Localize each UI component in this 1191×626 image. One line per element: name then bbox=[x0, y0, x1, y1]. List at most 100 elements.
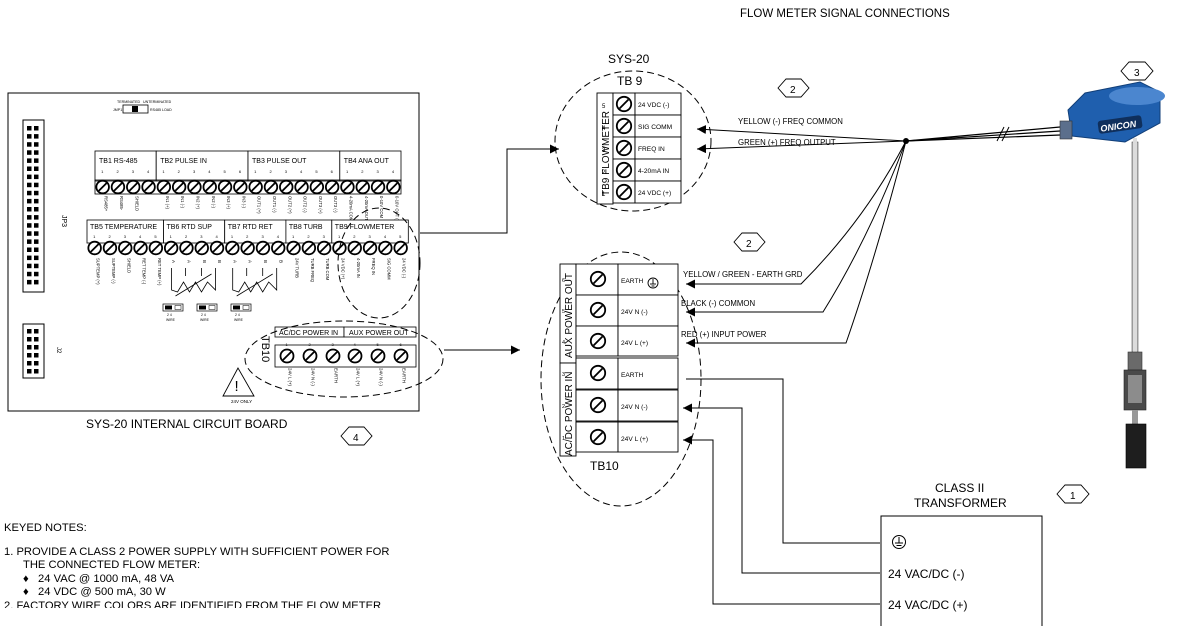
screw-terminal-icon bbox=[386, 179, 401, 195]
screw-terminal-icon bbox=[309, 179, 325, 195]
screw-terminal-icon bbox=[615, 95, 633, 113]
screw-terminal-icon bbox=[325, 348, 341, 364]
label-red-input-power: RED (+) INPUT POWER bbox=[681, 330, 767, 339]
jp3-pin bbox=[34, 134, 39, 139]
note-1-bullet-1: 24 VAC @ 1000 mA, 48 VA bbox=[38, 572, 174, 585]
jp3-pin bbox=[34, 190, 39, 196]
jp3-pin bbox=[27, 158, 32, 163]
tb10-terminal-number: 1 bbox=[562, 436, 565, 442]
terminal-number: 4 bbox=[392, 169, 395, 174]
terminal-pin-label: SHIELD bbox=[134, 196, 139, 211]
screw-terminal-icon bbox=[271, 240, 286, 256]
terminal-number: 2 bbox=[116, 169, 119, 174]
screw-terminal-icon bbox=[141, 179, 156, 195]
jp3-pin bbox=[34, 207, 39, 212]
warning-symbol: ! bbox=[235, 378, 239, 395]
terminal-number: 4 bbox=[384, 234, 387, 239]
terminal-number: 1 bbox=[338, 234, 341, 239]
terminal-pin-label: OUT2 (-) bbox=[303, 196, 308, 213]
callout-2-signal: 2 bbox=[777, 78, 810, 98]
screw-terminal-icon bbox=[589, 428, 607, 446]
jp3-pin bbox=[27, 126, 32, 131]
screw-terminal-icon bbox=[316, 240, 332, 256]
terminal-pin-label: RET TEMP (+) bbox=[157, 258, 162, 286]
jumper-label-jmp1: JMP1 bbox=[113, 108, 122, 112]
screw-terminal-icon bbox=[95, 179, 110, 195]
jp3-label: JP3 bbox=[60, 215, 67, 227]
tb10-terminal-number: 2 bbox=[562, 404, 565, 410]
screw-terminal-icon bbox=[194, 240, 209, 256]
terminal-number: 1 bbox=[286, 342, 289, 347]
j2-pin bbox=[27, 361, 32, 366]
label-green-freq-output: GREEN (+) FREQ OUTPUT bbox=[738, 138, 836, 147]
jp3-pin bbox=[27, 134, 32, 139]
terminal-pin-label: SUPTEMP (-) bbox=[111, 258, 116, 284]
terminal-pin-label: RET TEMP (-) bbox=[142, 258, 147, 285]
rtd-pin-label: A bbox=[248, 260, 253, 263]
j2-connector: J2 bbox=[22, 323, 61, 379]
j2-pin bbox=[34, 361, 39, 366]
bottom-block-name: TB6 RTD SUP bbox=[167, 224, 213, 231]
screw-terminal-icon bbox=[225, 240, 240, 256]
terminal-number: 3 bbox=[193, 169, 196, 174]
svg-text:3: 3 bbox=[1134, 68, 1140, 79]
j2-pin bbox=[34, 345, 39, 350]
tb10-detail-label: TB10 bbox=[590, 459, 619, 473]
screw-terminal-icon bbox=[589, 301, 607, 319]
jp3-pin bbox=[27, 190, 32, 196]
screw-terminal-icon bbox=[378, 240, 393, 256]
terminal-pin-label: 24 VDC (-) bbox=[402, 258, 407, 279]
meter-sensor-tip bbox=[1125, 423, 1147, 469]
terminal-pin-label: RS485- bbox=[119, 196, 124, 211]
screw-terminal-icon bbox=[133, 240, 148, 256]
screw-terminal-icon bbox=[248, 179, 263, 195]
tb9-detail-label: TB 9 bbox=[617, 74, 643, 88]
terminal-pin-label: 24V TURB bbox=[295, 258, 300, 278]
screw-terminal-icon bbox=[286, 240, 301, 256]
screw-terminal-icon bbox=[187, 179, 202, 195]
terminal-number: 2 bbox=[108, 234, 111, 239]
screw-terminal-icon bbox=[217, 179, 233, 195]
jp3-pin bbox=[27, 223, 32, 228]
jp3-pin bbox=[27, 215, 32, 220]
rtd-sensor-icon bbox=[232, 268, 278, 297]
screw-terminal-icon bbox=[362, 240, 378, 256]
terminal-number: 4 bbox=[300, 169, 303, 174]
screw-terminal-icon bbox=[171, 179, 187, 195]
terminal-number: 2 bbox=[307, 234, 310, 239]
earth-ground-icon bbox=[892, 535, 906, 549]
tb9-terminal-number: 1 bbox=[602, 192, 606, 198]
class-ii-transformer: CLASS II TRANSFORMER 24 VAC/DC (-) 24 VA… bbox=[880, 481, 1043, 626]
terminal-pin-label: IN1 (-) bbox=[180, 196, 185, 208]
tb9-detail-title: SYS-20 bbox=[608, 52, 650, 66]
wire-labels: YELLOW (-) FREQ COMMON GREEN (+) FREQ OU… bbox=[681, 117, 843, 339]
terminal-pin-label: SHIELD bbox=[126, 258, 131, 273]
jp3-pin bbox=[27, 255, 32, 261]
svg-text:1: 1 bbox=[1070, 491, 1076, 502]
screw-terminal-icon bbox=[347, 240, 362, 256]
terminal-pin-label: 24 VDC (+) bbox=[340, 258, 345, 280]
screw-terminal-icon bbox=[179, 240, 194, 256]
warning-triangle-icon: ! 24V ONLY bbox=[222, 367, 255, 404]
screw-terminal-icon bbox=[156, 179, 172, 195]
jp3-connector: JP3 bbox=[22, 119, 67, 293]
terminal-number: 1 bbox=[231, 234, 234, 239]
jp3-pin bbox=[27, 279, 32, 285]
top-block-name: TB2 PULSE IN bbox=[160, 158, 207, 165]
terminal-pin-label: SUPTEMP (+) bbox=[96, 258, 101, 285]
tb9-terminal-number: 4 bbox=[602, 126, 606, 132]
svg-text:4: 4 bbox=[353, 433, 359, 444]
tb10-terminal-number: 3 bbox=[562, 372, 565, 378]
terminal-number: 2 bbox=[269, 169, 272, 174]
terminal-pin-label: OUT2 (+) bbox=[287, 196, 292, 214]
screw-terminal-icon bbox=[324, 179, 340, 195]
jp3-pin bbox=[27, 239, 32, 244]
terminal-number: 3 bbox=[369, 234, 372, 239]
terminal-pin-label: IN3 (-) bbox=[241, 196, 246, 208]
screw-terminal-icon bbox=[340, 179, 355, 195]
tb10-terminal-name: EARTH bbox=[621, 278, 643, 285]
terminal-pin-label: IN2 (+) bbox=[195, 196, 200, 210]
screw-terminal-icon bbox=[110, 179, 126, 195]
